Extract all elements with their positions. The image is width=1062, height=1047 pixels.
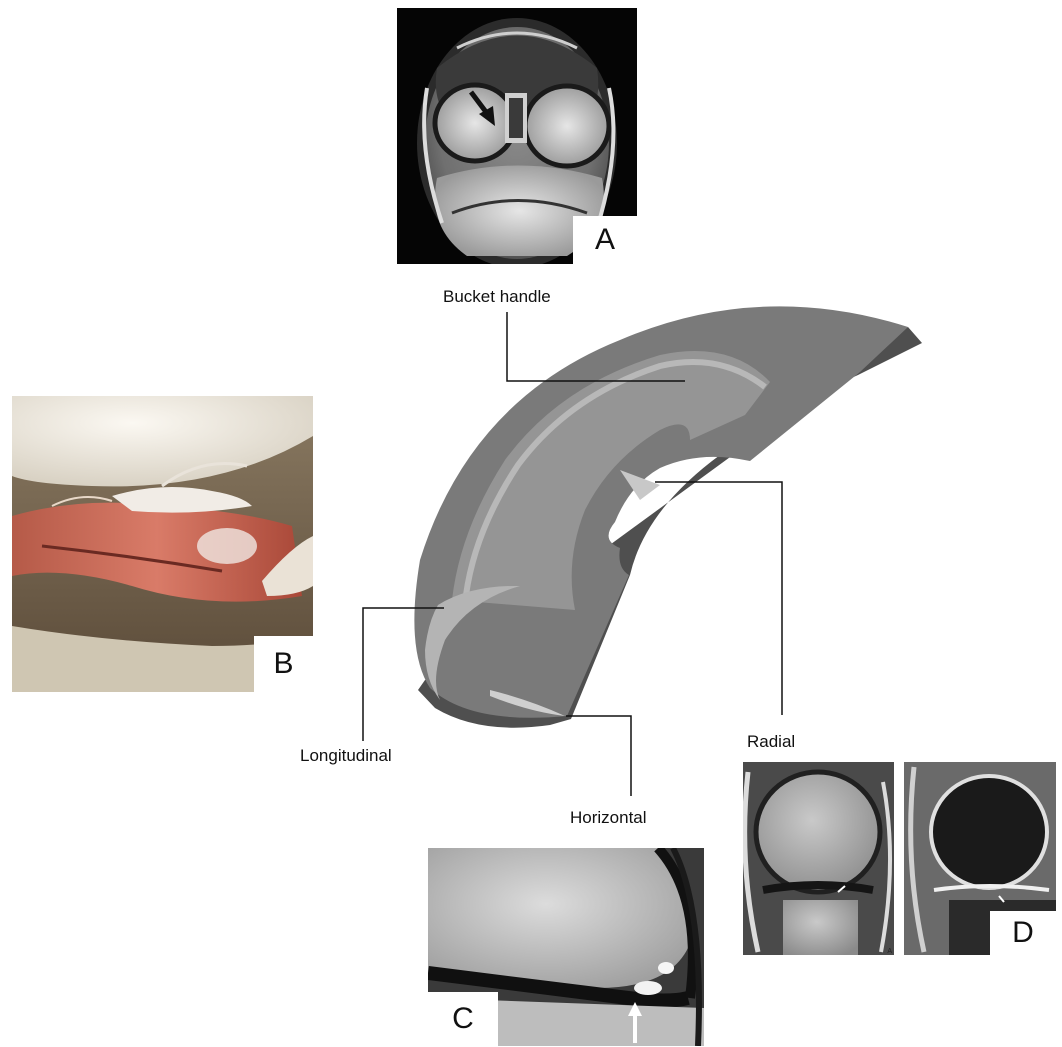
leader-horizontal <box>566 716 631 796</box>
label-bucket-handle: Bucket handle <box>443 287 551 307</box>
label-radial: Radial <box>747 732 795 752</box>
label-horizontal: Horizontal <box>570 808 647 828</box>
leader-radial <box>655 482 782 715</box>
label-longitudinal: Longitudinal <box>300 746 392 766</box>
